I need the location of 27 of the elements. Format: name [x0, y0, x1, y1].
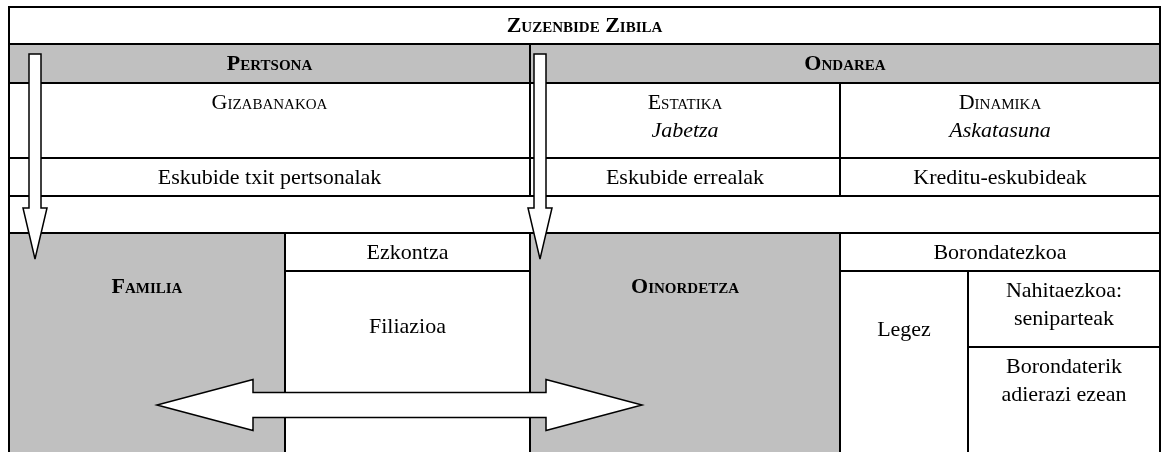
- header-cell: [8, 43, 531, 84]
- sub-text: Borondatezkoa: [933, 238, 1067, 266]
- category-text: Jabetza: [651, 116, 719, 144]
- sub-text: Legez: [877, 315, 931, 343]
- heading-text: Pertsona: [226, 49, 313, 77]
- branch-cell: [8, 232, 286, 452]
- sub-text: Ezkontza: [366, 238, 449, 266]
- title-cell: [8, 6, 1161, 45]
- heading-text: Familia: [111, 272, 183, 300]
- rights-text: Eskubide txit pertsonalak: [157, 163, 382, 191]
- sub-text: Nahitaezkoa: seniparteak: [1004, 276, 1124, 332]
- block-arrow: [527, 53, 553, 260]
- title-text: Zuzenbide Zibila: [506, 11, 663, 39]
- sub-text: Filiazioa: [369, 312, 446, 340]
- heading-text: Oinordetza: [631, 272, 739, 300]
- category-text: Dinamika: [958, 88, 1042, 116]
- rights-text: Eskubide errealak: [605, 163, 765, 191]
- branch-cell: [529, 232, 841, 452]
- category-text: Askatasuna: [949, 116, 1051, 144]
- block-arrow: [22, 53, 48, 260]
- rights-text: Kreditu-eskubideak: [913, 163, 1087, 191]
- heading-text: Ondarea: [804, 49, 886, 77]
- header-cell: [529, 43, 1161, 84]
- category-text: Gizabanakoa: [211, 88, 328, 116]
- block-arrow: [154, 378, 645, 432]
- sub-text: Borondaterik adierazi ezean: [1000, 352, 1128, 408]
- category-text: Estatika: [647, 88, 723, 116]
